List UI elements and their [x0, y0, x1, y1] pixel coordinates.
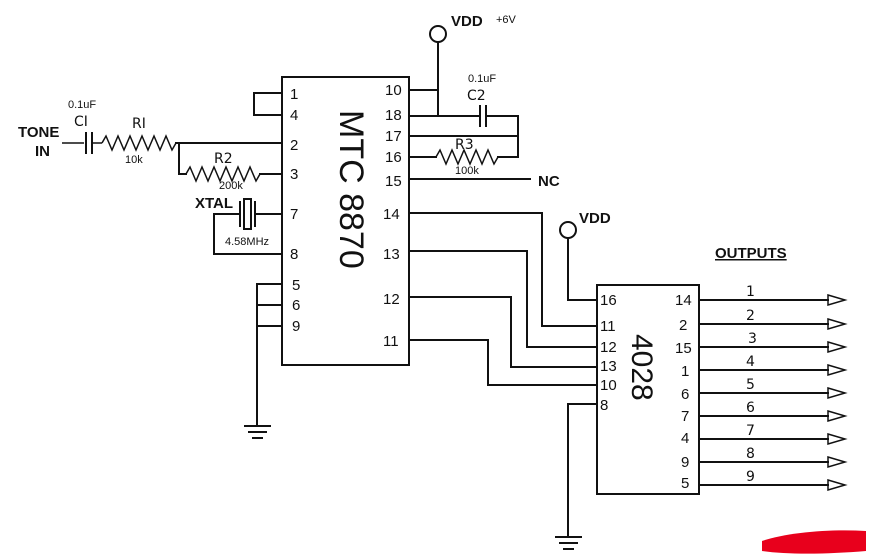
r3-resistor: [435, 148, 499, 166]
ic-4028-pin-7: 7: [681, 408, 689, 425]
ic-8870-pin-18: 18: [385, 107, 402, 124]
output-line-1: 1: [698, 284, 848, 307]
c2-name: C2: [467, 88, 486, 104]
r3-value: 100k: [455, 165, 479, 177]
ic-4028-pin-2: 2: [679, 317, 687, 334]
output-label-5: 5: [746, 377, 755, 393]
vdd-terminal-right: [559, 221, 577, 239]
vdd-rail-right: [567, 237, 598, 301]
vdd-voltage: +6V: [496, 14, 517, 26]
xtal-loop-wire: [213, 213, 283, 255]
outputs-heading: OUTPUTS: [715, 245, 787, 262]
output-label-4: 4: [746, 354, 755, 370]
ic-4028-pin-13: 13: [600, 358, 617, 375]
ground-bus-8870: [256, 283, 283, 427]
r1-name: RI: [132, 116, 146, 132]
ic-8870-pin-5: 5: [292, 277, 300, 294]
ic-8870-pin-8: 8: [290, 246, 298, 263]
ic-8870-pin-11: 11: [383, 333, 399, 350]
c1-name: CI: [74, 114, 88, 130]
xtal-value: 4.58MHz: [225, 236, 269, 248]
ic-4028-pin-12: 12: [600, 339, 617, 356]
vdd-terminal-top: [429, 25, 447, 43]
tone-in-label-line2: IN: [35, 143, 50, 160]
ic-4028-pin-15: 15: [675, 340, 692, 357]
ic-8870-pin-1: 1: [290, 86, 298, 103]
ic-8870-label: MTC 8870: [332, 110, 370, 269]
ic-8870-pin-15: 15: [385, 173, 402, 190]
ic-8870-pin-12: 12: [383, 291, 400, 308]
ic-4028-pin-11: 11: [600, 318, 616, 335]
output-label-3: 3: [748, 331, 757, 347]
r3-name: R3: [455, 137, 474, 153]
output-line-3: 3: [698, 331, 848, 354]
c2-right-wire: [485, 115, 519, 158]
ic-8870-pin-3: 3: [290, 166, 298, 183]
wire-pin12-to-13: [408, 296, 598, 368]
xtal-body: [243, 198, 252, 230]
c2-value: 0.1uF: [468, 73, 496, 85]
output-label-6: 6: [746, 400, 755, 416]
ic-8870-pin-16: 16: [385, 149, 402, 166]
r2-value: 200k: [219, 180, 243, 192]
ic-8870-pin-10: 10: [385, 82, 402, 99]
ic-4028-pin-1: 1: [681, 363, 689, 380]
wire-pin11-to-10: [408, 339, 598, 386]
tone-in-label-line1: TONE: [18, 124, 59, 141]
output-line-5: 5: [698, 377, 848, 400]
ic-8870-pin-17: 17: [385, 128, 402, 145]
output-line-7: 7: [698, 423, 848, 446]
nc-label: NC: [538, 173, 560, 190]
output-label-1: 1: [746, 284, 755, 300]
ic-8870-pin-13: 13: [383, 246, 400, 263]
ground-symbol-left: [244, 425, 271, 439]
ic-4028-body: [596, 284, 700, 495]
output-line-9: 9: [698, 469, 848, 492]
output-label-9: 9: [746, 469, 755, 485]
ic-4028-pin-16: 16: [600, 292, 617, 309]
ic-4028-label: 4028: [625, 334, 658, 401]
ic-8870-pin-9: 9: [292, 318, 300, 335]
wire-pin13-to-12: [408, 250, 598, 348]
output-label-7: 7: [746, 423, 755, 439]
r2-resistor: [185, 165, 261, 183]
ic-8870-pin-4: 4: [290, 107, 298, 124]
c1-value: 0.1uF: [68, 99, 96, 111]
wire-pin14-to-11: [408, 212, 598, 327]
ic-8870-body: [281, 76, 410, 366]
ic-4028-pin-10: 10: [600, 377, 617, 394]
output-line-8: 8: [698, 446, 848, 469]
ic-8870-pin-6: 6: [292, 297, 300, 314]
output-line-2: 2: [698, 308, 848, 331]
ic-4028-pin-9: 9: [681, 454, 689, 471]
ic-4028-pin-14: 14: [675, 292, 692, 309]
ic-8870-pin-14: 14: [383, 206, 400, 223]
ground-symbol-right: [555, 536, 582, 550]
ic-8870-pin-7: 7: [290, 206, 298, 223]
ic-8870-pin-2: 2: [290, 137, 298, 154]
ic-4028-pin-8: 8: [600, 397, 608, 414]
output-line-6: 6: [698, 400, 848, 423]
xtal-name: XTAL: [195, 195, 233, 212]
output-line-4: 4: [698, 354, 848, 377]
ic-4028-pin-4: 4: [681, 430, 689, 447]
r1-value: 10k: [125, 154, 143, 166]
vdd-label-right: VDD: [579, 210, 611, 227]
ic-4028-pin-5: 5: [681, 475, 689, 492]
output-label-8: 8: [746, 446, 755, 462]
output-label-2: 2: [746, 308, 755, 324]
redaction-scribble: [762, 530, 866, 554]
r2-name: R2: [214, 151, 233, 167]
r1-resistor: [101, 134, 177, 152]
vdd-label-top: VDD: [451, 13, 483, 30]
ic-4028-pin-6: 6: [681, 386, 689, 403]
ground-wire-4028: [567, 403, 598, 538]
r2-left-wire: [178, 142, 187, 175]
pin1-pin4-loop: [253, 92, 283, 116]
